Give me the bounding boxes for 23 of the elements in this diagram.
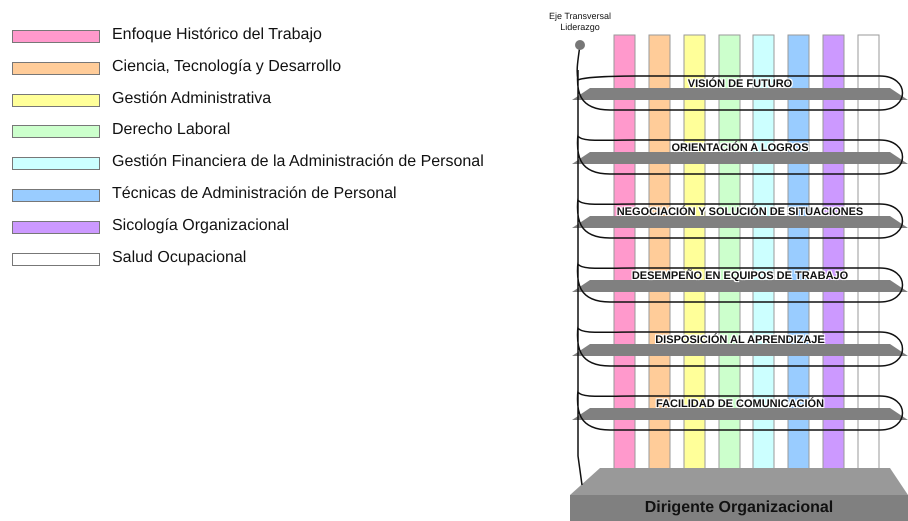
legend-label: Derecho Laboral xyxy=(112,121,230,139)
floor-label: DISPOSICIÓN AL APRENDIZAJE xyxy=(655,334,825,346)
legend-label: Gestión Administrativa xyxy=(112,90,272,108)
floor-slab xyxy=(572,270,908,294)
floor-slab xyxy=(572,78,908,102)
base-label: Dirigente Organizacional xyxy=(644,499,834,516)
floor-label: VISIÓN DE FUTURO xyxy=(688,78,792,90)
floor-slab xyxy=(572,206,908,230)
floor-label: ORIENTACIÓN A LOGROS xyxy=(671,142,809,154)
legend-label: Gestión Financiera de la Administración de Personal xyxy=(112,153,484,171)
legend-label: Sicología Organizacional xyxy=(112,217,289,235)
axis-label: Eje Transversal Liderazgo xyxy=(548,11,612,33)
legend-label: Salud Ocupacional xyxy=(112,249,246,267)
legend-label: Técnicas de Administración de Personal xyxy=(112,185,397,203)
floor-label: DESEMPEÑO EN EQUIPOS DE TRABAJO xyxy=(632,270,848,282)
floor-slab xyxy=(572,398,908,422)
legend-label: Ciencia, Tecnología y Desarrollo xyxy=(112,58,342,76)
floor-label: FACILIDAD DE COMUNICACIÓN xyxy=(656,398,824,410)
floor-label: NEGOCIACIÓN Y SOLUCIÓN DE SITUACIONES xyxy=(616,206,864,218)
floor-slab xyxy=(572,334,908,358)
base-platform xyxy=(570,495,908,521)
legend-label: Enfoque Histórico del Trabajo xyxy=(112,26,322,44)
floor-slab xyxy=(572,142,908,166)
